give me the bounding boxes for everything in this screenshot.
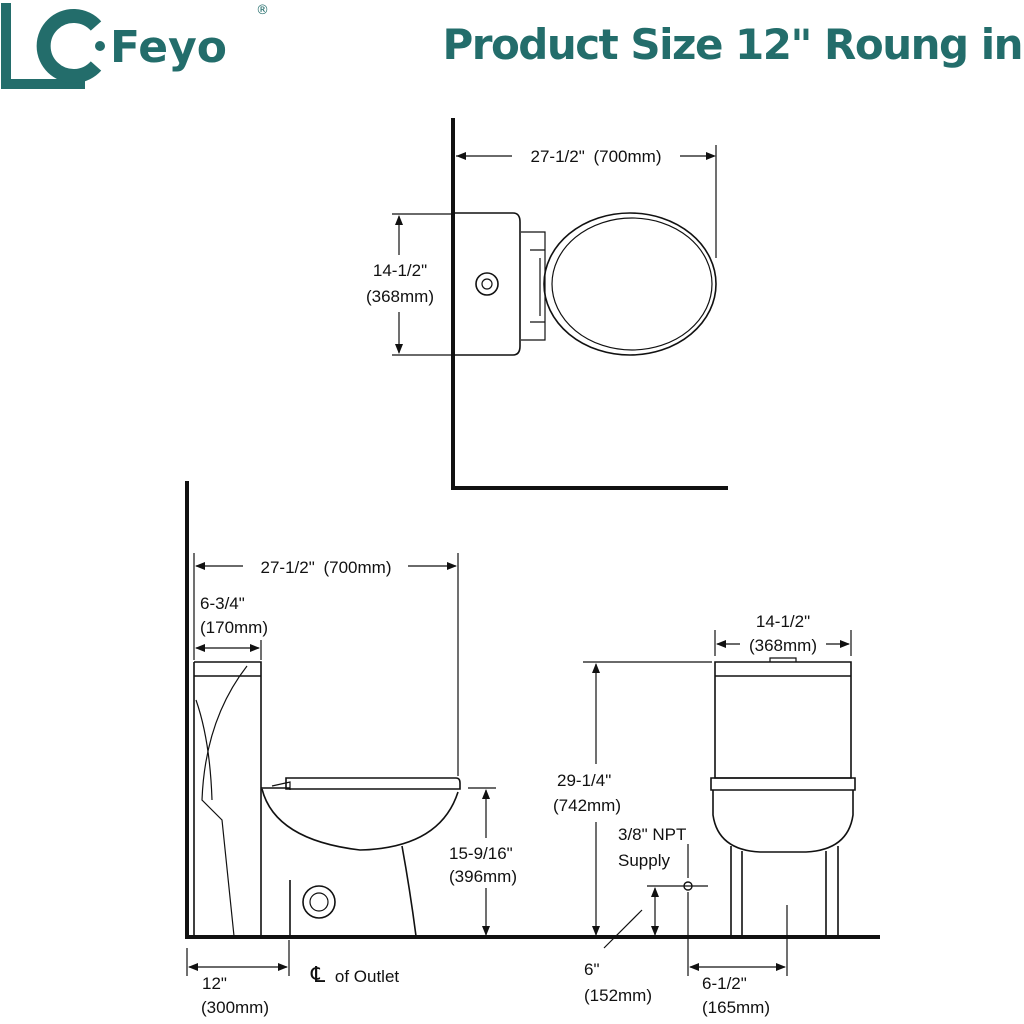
logo-mark-c [36,9,102,83]
side-view-tank [193,661,262,936]
outlet-circle-inner [309,892,329,912]
rough-in-arrow-right [278,963,288,971]
side-view-tank-curve-inner [195,699,213,801]
side-length-arrow-right [447,562,457,570]
front-height-arrow-top [592,663,600,673]
supply-height-arrow-top [651,887,659,897]
supply-height-imperial: 6" [584,960,600,979]
front-width-imperial: 14-1/2" [756,612,810,631]
top-view-seat [543,212,717,356]
front-view-tank-lid [769,657,797,662]
brand-logo-mark [1,3,105,89]
side-view-bowl [261,787,459,937]
top-width-arrow-top [395,215,403,225]
top-view-hinge [521,231,546,341]
tank-depth-metric: (170mm) [200,618,268,637]
supply-height-metric: (152mm) [584,986,652,1005]
brand-logo: Feyo ® [1,3,269,89]
outlet-label-text: of Outlet [335,967,400,986]
front-view: 14-1/2" (368mm) 29-1/4" (742mm) 3/8" NPT… [553,612,856,1017]
top-view-flush-button [475,272,499,296]
tank-depth-arrow-right [250,644,260,652]
supply-offset-arrow-right [776,963,786,971]
supply-offset-arrow-left [689,963,699,971]
logo-mark-l [1,3,85,89]
front-view-pedestal [730,846,839,936]
top-length-imperial: 27-1/2" [531,147,585,166]
seat-height-imperial: 15-9/16" [449,844,513,863]
side-view-tank-curve [201,665,248,937]
top-view: 27-1/2" (700mm) 14-1/2" (368mm) [366,118,728,490]
seat-height-arrow-top [482,789,490,799]
tank-depth-imperial: 6-3/4" [200,594,245,613]
top-view-seat-inner [551,217,713,351]
top-view-flush-button-inner [481,278,493,290]
supply-label-line1: 3/8" NPT [618,825,686,844]
rough-in-arrow-left [188,963,198,971]
supply-offset-imperial: 6-1/2" [702,974,747,993]
registered-mark: ® [256,3,269,18]
top-length-label: 27-1/2" (700mm) [531,147,662,166]
front-width-arrow-right [840,640,850,648]
top-view-wall [451,118,728,490]
centerline-symbol: ℄ [310,962,326,987]
outlet-circle-outer [302,885,336,919]
front-view-tank [714,661,852,779]
top-width-arrow-bottom [395,344,403,354]
side-view: 27-1/2" (700mm) 6-3/4" (170mm) 15-9/16" … [185,481,880,1017]
top-width-metric: (368mm) [366,287,434,306]
top-length-metric: (700mm) [593,147,661,166]
brand-name: Feyo [110,22,227,73]
front-width-arrow-left [716,640,726,648]
tank-depth-arrow-left [195,644,205,652]
top-length-arrow-left [456,152,466,160]
seat-height-arrow-bottom [482,926,490,936]
rough-in-imperial: 12" [202,974,227,993]
side-length-imperial: 27-1/2" [261,558,315,577]
supply-label-line2: Supply [618,851,670,870]
side-length-label: 27-1/2" (700mm) [261,558,392,577]
supply-height-arrow-bottom [651,926,659,936]
front-height-imperial: 29-1/4" [557,771,611,790]
front-view-seat [710,777,856,791]
front-height-metric: (742mm) [553,796,621,815]
top-length-arrow-right [706,152,716,160]
side-view-seat [285,777,461,790]
logo-mark-dot [95,41,105,51]
side-length-metric: (700mm) [323,558,391,577]
top-view-tank [455,212,521,356]
front-width-metric: (368mm) [749,636,817,655]
seat-height-metric: (396mm) [449,867,517,886]
front-view-bowl [712,790,854,853]
outlet-label: ℄ of Outlet [310,962,399,987]
top-width-imperial: 14-1/2" [373,261,427,280]
supply-offset-metric: (165mm) [702,998,770,1017]
side-view-hinge [271,781,291,790]
supply-height-leader [603,909,643,949]
rough-in-metric: (300mm) [201,998,269,1017]
side-length-arrow-left [195,562,205,570]
page-title: Product Size 12" Roung in [442,20,1023,69]
front-height-arrow-bottom [592,926,600,936]
